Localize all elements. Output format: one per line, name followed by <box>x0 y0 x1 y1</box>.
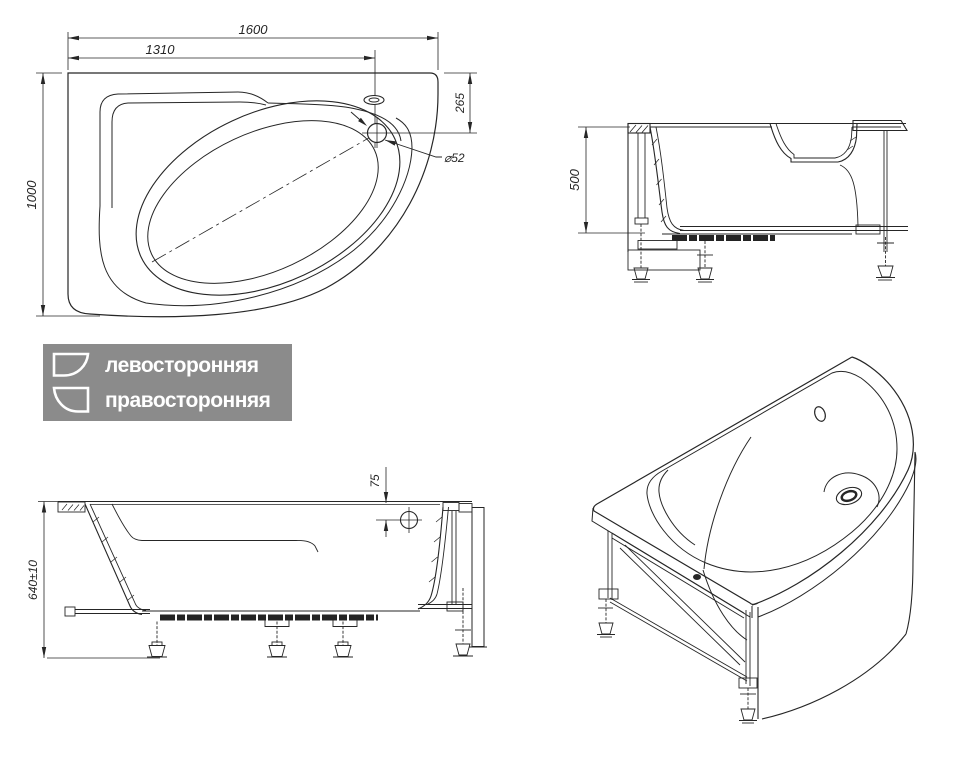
iso-view-panel <box>560 340 970 758</box>
side-view-panel: 500 <box>560 80 970 315</box>
tub-left-wall-front <box>84 503 147 616</box>
corner-tub-right-icon <box>51 386 91 414</box>
dim-drain-diameter-leader <box>384 139 442 158</box>
drain-fitting-underside <box>693 574 701 580</box>
dim-75 <box>376 467 396 537</box>
adjustable-feet-side <box>632 224 895 283</box>
basin-opening-iso <box>646 370 898 573</box>
dim-1310 <box>68 55 375 61</box>
dim-label-drain-offset: 265 <box>453 93 467 114</box>
overflow-hole-iso <box>814 406 826 422</box>
iso-view-drawing <box>591 356 917 724</box>
overflow-hole-front <box>396 507 422 533</box>
support-frame-side <box>627 131 908 271</box>
dim-label-height: 640±10 <box>26 560 40 600</box>
top-view-drawing: 1600 1310 1000 <box>24 22 477 318</box>
dim-1000 <box>36 72 100 317</box>
dim-label-width: 1000 <box>24 180 39 210</box>
tub-rim-front <box>57 500 472 513</box>
right-panel-front <box>417 502 487 657</box>
legend-label-left: левосторонняя <box>105 353 259 377</box>
basin-interior-iso <box>702 436 880 641</box>
adjustable-feet-iso <box>597 599 757 724</box>
overflow-hole-top <box>363 94 385 106</box>
legend-label-right: правосторонняя <box>105 388 271 412</box>
top-view-panel: 1600 1310 1000 <box>0 0 500 330</box>
corner-tub-left-icon <box>51 352 91 378</box>
tub-rim-side <box>628 119 908 132</box>
dim-label-depth: 500 <box>567 168 582 190</box>
legend-item-left-sided: левосторонняя <box>43 350 292 381</box>
dim-label-overflow-offset: 75 <box>368 474 382 488</box>
dim-label-drain-diameter: ⌀52 <box>444 151 465 165</box>
dim-265 <box>392 72 477 134</box>
tub-outline-top <box>67 72 439 318</box>
drain-hole-top <box>362 118 392 148</box>
side-view-drawing: 500 <box>567 119 908 283</box>
front-view-drawing: 640±10 75 <box>26 467 487 659</box>
dim-500 <box>578 126 645 234</box>
dim-label-length: 1600 <box>239 22 269 37</box>
adjustable-feet-front <box>147 616 358 658</box>
tub-shell-side <box>649 123 859 241</box>
front-apron-iso <box>757 451 917 720</box>
front-view-panel: 640±10 75 <box>10 445 510 710</box>
dim-label-length-to-drain: 1310 <box>146 42 176 57</box>
legend-item-right-sided: правосторонняя <box>43 385 292 416</box>
centerline-axis <box>151 134 375 263</box>
dim-1600 <box>67 32 439 70</box>
drain-pointer-arrow <box>350 111 367 126</box>
rim-slab-iso <box>591 356 914 618</box>
drain-hole-iso <box>835 486 863 506</box>
orientation-legend: левосторонняя правосторонняя <box>43 344 292 421</box>
dim-640 <box>38 501 160 659</box>
support-frame-iso <box>598 531 758 689</box>
tub-bottom-front <box>64 606 420 621</box>
interior-far-edge <box>111 503 319 553</box>
